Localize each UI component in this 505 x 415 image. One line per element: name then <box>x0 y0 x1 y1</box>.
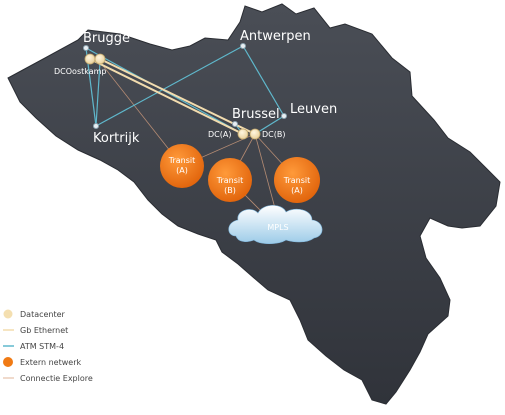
atm-line <box>254 115 285 135</box>
transit-node: Transit (A) <box>160 144 204 188</box>
transit-node: Transit (B) <box>208 158 252 202</box>
transit-node: Transit (A) <box>274 157 320 203</box>
datacenter-label-oostkamp: DCOostkamp <box>54 67 107 76</box>
extern-network-circle <box>274 157 320 203</box>
city-dot-brugge <box>83 45 89 51</box>
datacenter-dc-a-node <box>237 128 249 140</box>
legend-label-datacenter: Datacenter <box>20 310 66 319</box>
transit-sub-label: (B) <box>224 186 236 195</box>
connectie-line <box>99 61 183 167</box>
legend: Datacenter Gb Ethernet ATM STM-4 Extern … <box>3 309 93 383</box>
transit-label: Transit <box>216 176 244 185</box>
extern-network-circle <box>160 144 204 188</box>
city-label-leuven: Leuven <box>290 102 337 117</box>
city-label-brugge: Brugge <box>83 31 130 46</box>
city-label-kortrijk: Kortrijk <box>93 131 140 146</box>
datacenter-dc-b-node <box>249 128 261 140</box>
atm-line <box>242 45 285 117</box>
legend-label-extern-network: Extern netwerk <box>20 358 81 367</box>
city-dot-leuven <box>281 113 287 119</box>
city-dots <box>83 43 287 129</box>
datacenter-nodes <box>84 53 261 140</box>
cloud-label: MPLS <box>267 223 288 232</box>
city-label-brussel: Brussel <box>232 107 280 122</box>
datacenter-oostkamp-node-1 <box>84 53 96 65</box>
transit-label: Transit <box>283 176 311 185</box>
datacenter-label-dc-a: DC(A) <box>208 130 231 139</box>
datacenter-label-dc-b: DC(B) <box>262 130 285 139</box>
city-dot-antwerpen <box>240 43 246 49</box>
gb-ethernet-lines <box>89 58 256 135</box>
gb-ethernet-line <box>99 58 256 135</box>
extern-network-circle <box>208 158 252 202</box>
transit-sub-label: (A) <box>176 166 188 175</box>
transit-label: Transit <box>168 156 196 165</box>
mpls-cloud: MPLS <box>228 205 323 245</box>
datacenter-oostkamp-node-2 <box>94 53 106 65</box>
legend-label-connectie-explore: Connectie Explore <box>20 374 93 383</box>
legend-extern-network-icon <box>3 357 13 367</box>
gb-ethernet-line <box>89 58 244 135</box>
cloud-shape <box>228 205 323 245</box>
legend-datacenter-icon <box>3 309 13 319</box>
transit-sub-label: (A) <box>291 186 303 195</box>
legend-label-gb-ethernet: Gb Ethernet <box>20 326 68 335</box>
legend-label-atm: ATM STM-4 <box>20 342 64 351</box>
atm-line <box>95 61 101 127</box>
city-label-antwerpen: Antwerpen <box>240 29 311 44</box>
city-dot-brussel <box>232 121 238 127</box>
connectie-line <box>254 133 277 213</box>
city-dot-kortrijk <box>93 123 99 129</box>
atm-line <box>95 45 244 127</box>
